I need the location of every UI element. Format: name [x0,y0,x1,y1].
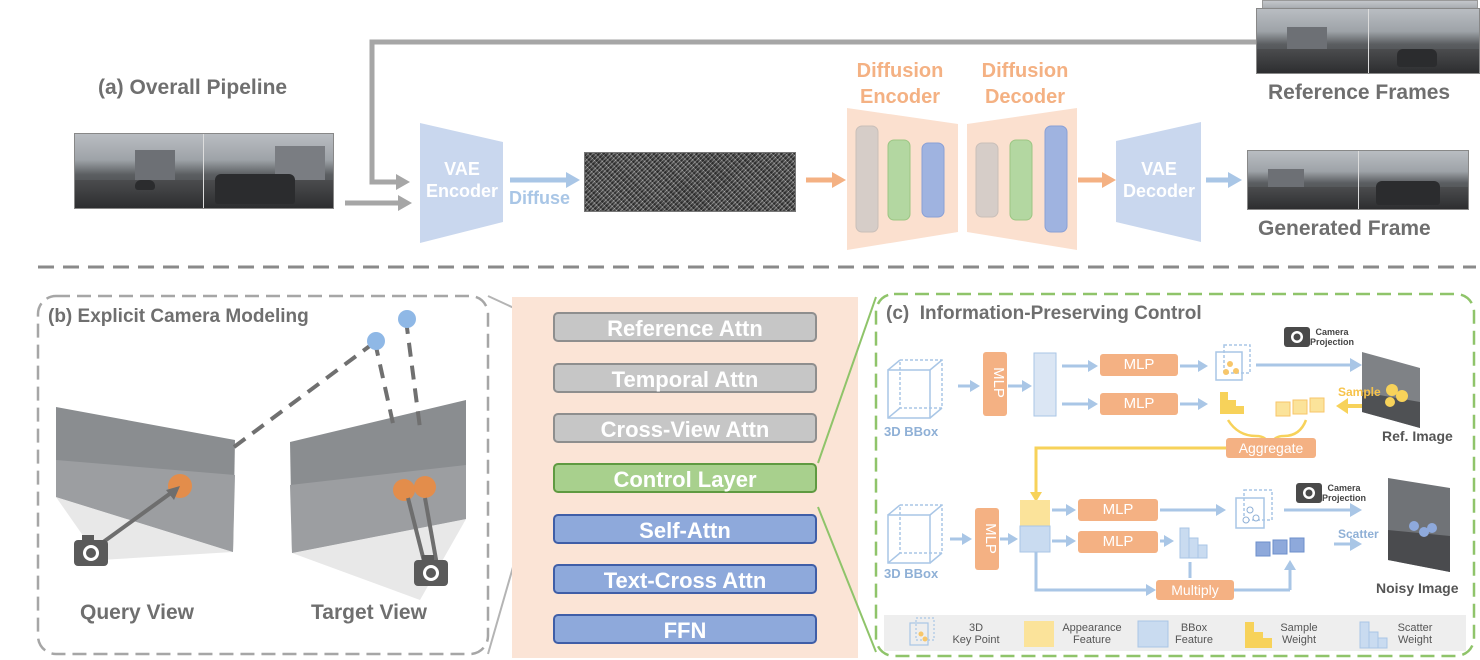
legend-appearance-label: Appearance Feature [1056,622,1128,646]
mlp-box-bottom-2: MLP [1078,531,1158,553]
query-view-label: Query View [80,601,195,624]
camera-projection-label-bottom: Camera Projection [1322,483,1366,503]
legend-appearance-icon [1024,621,1054,647]
multiply-box: Multiply [1156,580,1234,600]
legend-bbox-line1: BBox [1180,622,1208,634]
key-point-cube-top [1215,344,1251,381]
legend-key-point-label: 3D Key Point [946,622,1006,646]
pipeline-graphics [345,39,1260,250]
camera-projection-line1: Camera [1327,483,1361,493]
generated-frame-label: Generated Frame [1258,217,1431,240]
query-camera-icon [74,535,108,566]
diffuse-label: Diffuse [509,188,571,208]
camera-panel-title: (b) Explicit Camera Modeling [48,306,309,327]
legend-sample-weight-line2: Weight [1281,634,1317,646]
mlp-box-top-2: MLP [1100,393,1178,415]
vae-decoder-label-line2: Decoder [1122,181,1196,201]
layer-self-attn: Self-Attn [553,514,817,544]
bbox-cube-top [887,359,943,419]
bbox-cube-bottom [887,504,943,564]
target-camera-icon [414,555,448,586]
legend-sample-weight-icon [1245,622,1272,648]
sample-label: Sample [1338,385,1381,399]
diffusion-encoder-label-line2: Encoder [859,86,941,108]
legend-scatter-weight-label: Scatter Weight [1390,622,1440,646]
diffusion-encoder-label: Diffusion Encoder [840,58,960,110]
layer-text-cross-attn: Text-Cross Attn [553,564,817,594]
vae-decoder-shape [1116,122,1201,242]
noisy-latent-image [584,152,796,212]
reference-frames-label: Reference Frames [1268,81,1451,104]
layer-cross-view-attn: Cross-View Attn [553,413,817,443]
appearance-feature-block [1020,500,1050,526]
camera-projection-line2: Projection [1322,493,1367,503]
bbox-feature-block [1019,525,1051,553]
section-divider [38,265,1476,269]
layer-temporal-attn: Temporal Attn [553,363,817,393]
camera-projection-icon-bottom [1296,483,1322,503]
layer-control: Control Layer [553,463,817,493]
vae-encoder-label: VAE Encoder [420,158,504,202]
legend-sample-weight-line1: Sample [1280,622,1318,634]
legend-bbox-icon [1137,620,1169,648]
legend-scatter-weight-line1: Scatter [1397,622,1433,634]
scatter-label: Scatter [1338,527,1379,541]
mlp-box-top-1: MLP [1100,354,1178,376]
target-view-label: Target View [311,601,427,624]
mlp-box-top-vertical: MLP [983,352,1007,416]
legend-scatter-weight-line2: Weight [1397,634,1433,646]
control-panel-graphics [874,292,1476,658]
bbox-label-bottom: 3D BBox [884,566,939,581]
legend-key-point-line1: 3D [968,622,984,634]
diffusion-decoder-label-line2: Decoder [984,86,1066,108]
legend-sample-weight-label: Sample Weight [1274,622,1324,646]
vae-encoder-label-line2: Encoder [425,181,499,201]
control-panel-title: (c) Information-Preserving Control [886,303,1202,324]
camera-panel-border [36,294,490,656]
vae-encoder-shape [420,123,503,243]
legend-appearance-line1: Appearance [1062,622,1122,634]
legend-key-point-line2: Key Point [952,634,1000,646]
noisy-image-label: Noisy Image [1376,580,1459,596]
legend-scatter-weight-icon [1359,621,1388,649]
mlp-box-bottom-1: MLP [1078,499,1158,521]
mlp-label: MLP [981,523,999,554]
legend-appearance-line2: Feature [1073,634,1111,646]
generated-frame-image [1247,150,1469,210]
camera-projection-icon-top [1284,327,1310,347]
mlp-box-bottom-vertical: MLP [975,508,999,570]
pipeline-title: (a) Overall Pipeline [98,76,288,99]
legend-bbox-line2: Feature [1175,634,1213,646]
control-panel-border [874,292,1476,658]
vae-encoder-label-line1: VAE [444,159,480,179]
vae-decoder-label: VAE Decoder [1116,158,1202,202]
legend-bbox-label: BBox Feature [1170,622,1218,646]
diffusion-decoder-label: Diffusion Decoder [965,58,1085,110]
camera-projection-label-top: Camera Projection [1310,327,1354,347]
vae-decoder-label-line1: VAE [1141,159,1177,179]
mlp-label: MLP [989,367,1007,398]
3d-point-1 [367,332,385,350]
input-frames-image [74,133,334,209]
layer-reference-attn: Reference Attn [553,312,817,342]
bbox-label-top: 3D BBox [884,424,939,439]
layer-ffn: FFN [553,614,817,644]
diffusion-encoder-label-line1: Diffusion [856,60,944,82]
camera-projection-line1: Camera [1315,327,1349,337]
reference-frames-image-2 [1256,8,1480,74]
ref-image-label: Ref. Image [1382,428,1453,444]
diffusion-decoder-label-line1: Diffusion [981,60,1069,82]
reference-loop-arrow [369,39,1260,185]
aggregate-box: Aggregate [1226,438,1316,458]
key-point-cube-bottom [1235,489,1273,529]
3d-point-2 [398,310,416,328]
camera-projection-line2: Projection [1310,337,1355,347]
